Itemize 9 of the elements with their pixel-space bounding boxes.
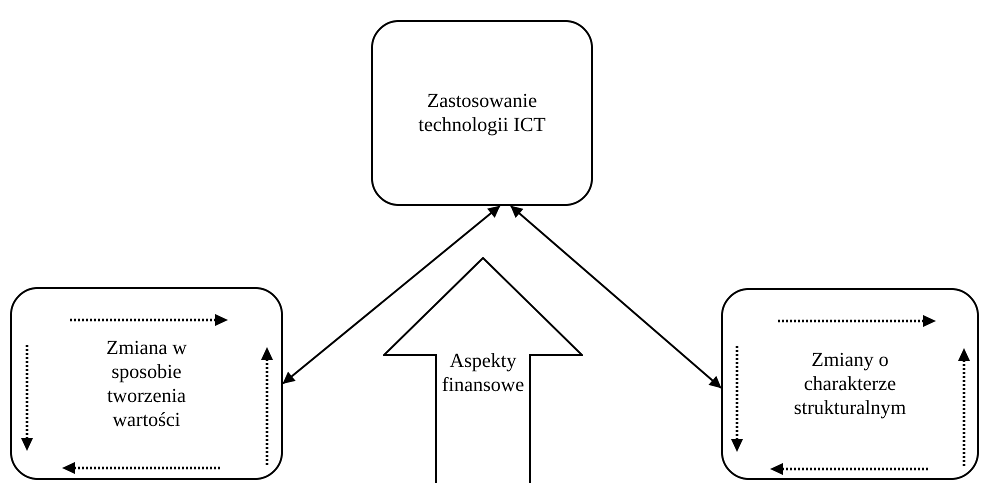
rounded-box [721, 288, 979, 480]
node-text: Zmiana w sposobie tworzenia wartości [105, 336, 188, 432]
arrow [510, 205, 722, 389]
node-text: Aspekty finansowe [440, 349, 526, 397]
node-text: Zmiany o charakterze strukturalnym [792, 348, 908, 420]
arrow [282, 205, 500, 384]
node-text: Zastosowanie technologii ICT [417, 89, 547, 137]
rounded-box [10, 287, 283, 480]
rounded-box [371, 20, 593, 206]
